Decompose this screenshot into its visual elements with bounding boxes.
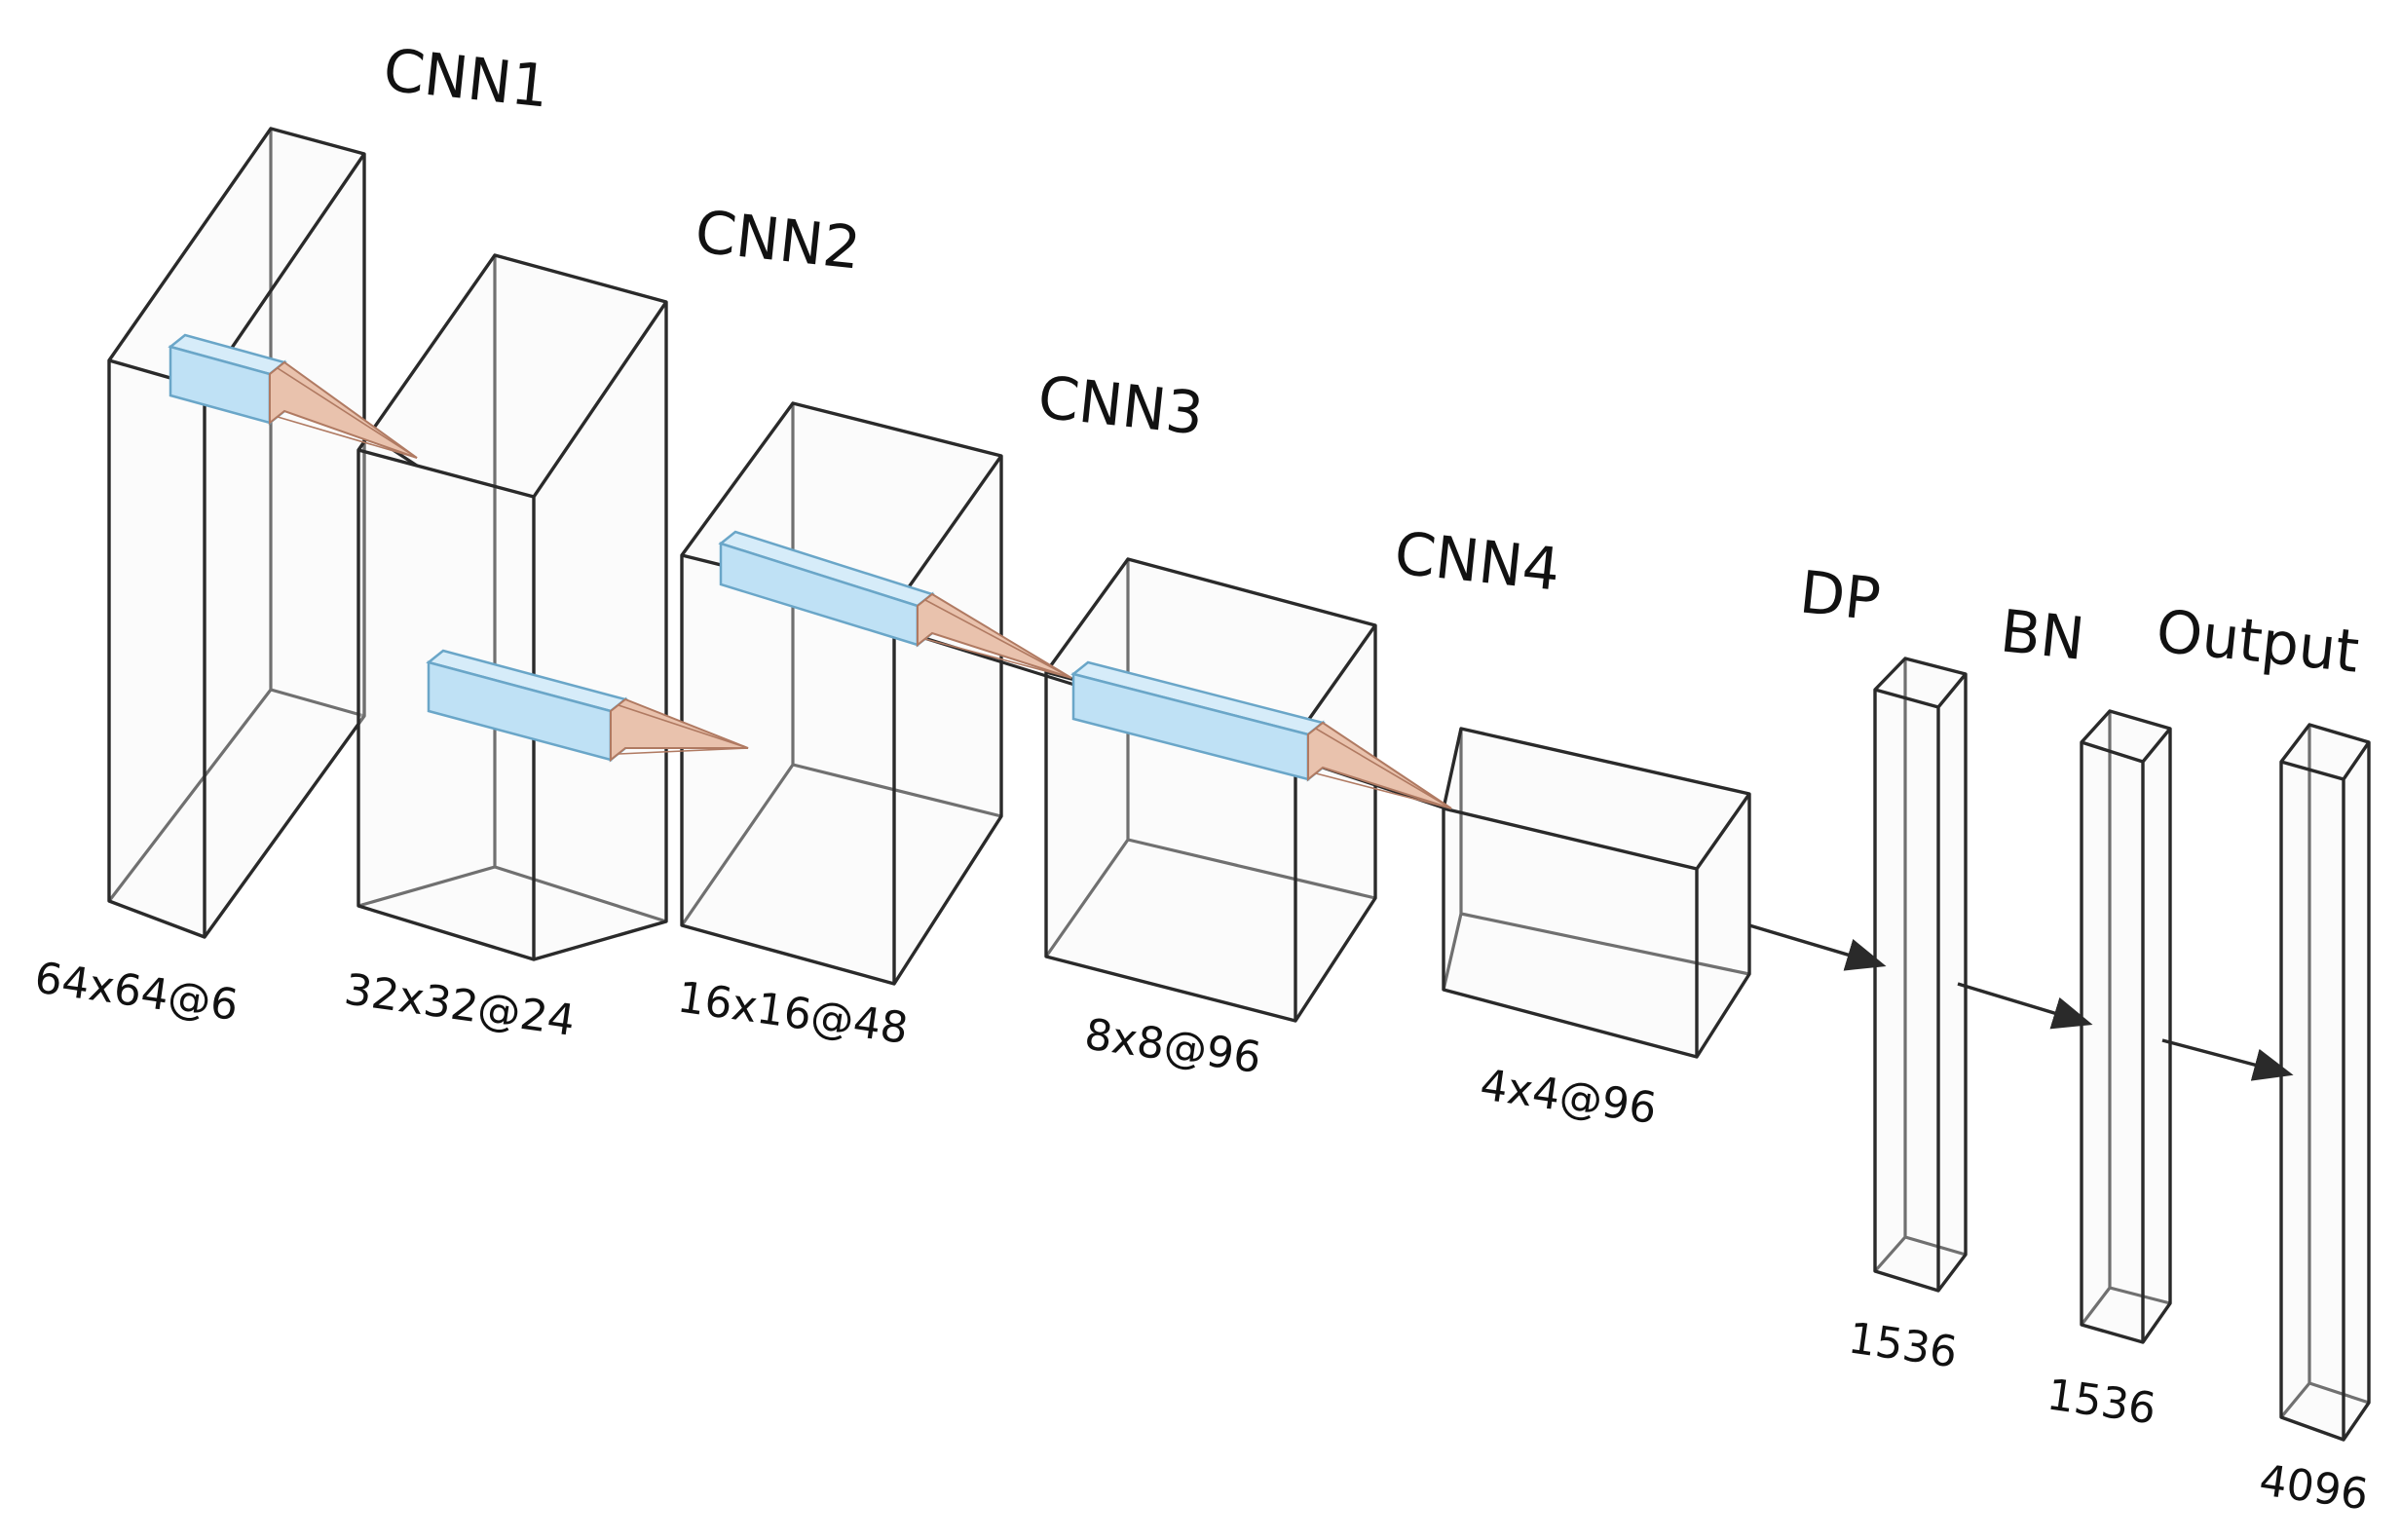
layer-dims-cnn4: 8x8@96 [1081, 1009, 1263, 1083]
layer-title-output: Output [2153, 597, 2362, 686]
kernel-cnn4-to-layer5 [1070, 660, 1452, 812]
layer-dims-bn: 1536 [2044, 1370, 2158, 1434]
layer-title-bn: BN [1997, 597, 2087, 674]
layer-cnn3-block [680, 401, 1003, 986]
layer-title-cnn1: CNN1 [380, 36, 551, 121]
arrow-to-dp [1748, 923, 1887, 971]
layer-title-cnn3: CNN3 [1034, 363, 1206, 448]
arrow-to-output [2161, 1038, 2294, 1081]
layer-dims-cnn1: 64x64@6 [31, 953, 241, 1031]
arrow-to-bn [1957, 982, 2093, 1030]
layer-cnn1-block [107, 127, 366, 939]
layer-output-block [2279, 723, 2371, 1442]
layer-dims-layer5: 4x4@96 [1477, 1060, 1659, 1134]
layer-dims-output: 4096 [2256, 1455, 2371, 1520]
kernel-cnn2-to-cnn3 [426, 649, 749, 763]
layer-cnn2-block [356, 253, 668, 961]
layer-dims-dp: 1536 [1845, 1313, 1960, 1377]
layer-cnn4-block [1044, 557, 1377, 1023]
layer-dims-cnn2: 32x32@24 [341, 964, 578, 1046]
layer-dims-cnn3: 16x16@48 [674, 972, 911, 1054]
kernel-cnn3-to-cnn4 [718, 530, 1072, 686]
kernel-cnn1-to-cnn2 [168, 333, 418, 468]
layer-title-cnn4: CNN4 [1391, 519, 1562, 604]
layer-title-cnn2: CNN2 [692, 198, 863, 282]
layer-title-dp: DP [1796, 558, 1883, 634]
layer-conv-output-block [1442, 727, 1751, 1059]
layer-dp-block [1873, 657, 1968, 1293]
layer-bn-block [2080, 709, 2172, 1344]
